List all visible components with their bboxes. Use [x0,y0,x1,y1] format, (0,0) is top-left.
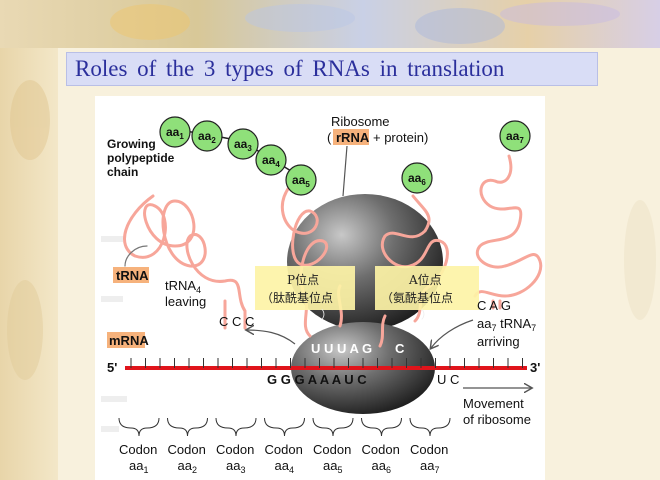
rrna-suffix: + protein) [373,130,428,145]
movement-label: Movement of ribosome [463,396,531,427]
trna7-arriving-label: aa7 tRNA7 arriving [477,316,540,349]
p-site-close-paren: ） [321,308,332,321]
codon-label: Codon [216,442,254,457]
aa6-label: aa6 [408,171,426,187]
mrna-sequence: G G G A A A U C [267,372,367,387]
codon-brace [167,417,208,437]
rrna-pointer-line [342,145,348,197]
aa5-label: aa5 [292,173,310,189]
aa5-circle [285,164,317,196]
codon-label: Codon [313,442,351,457]
trna4-leaving-label: tRNA4 leaving [165,278,206,309]
p-site-box [255,266,355,310]
mrna-tag-box [107,332,145,348]
anticodon-ccc: C C C [219,314,254,329]
aa2-label: aa2 [198,129,216,145]
codon-aa-label: aa1 [129,458,148,475]
p-site-label: P位点 （肽酰基位点 [261,272,333,305]
a-site-close-paren: ） [421,308,432,321]
trna-tag-box [113,267,149,283]
codon-aa-label: aa4 [275,458,294,475]
trna-tag: tRNA [116,268,149,283]
codon-brace [312,417,354,437]
bound-anticodon-tail: C [395,341,405,356]
aa3-circle [227,128,259,160]
trna7-molecule [473,154,543,310]
aa6-circle [401,162,433,194]
anticodon-cag: C A G [477,298,511,313]
codon-brace [264,417,305,437]
codon-label: Codon [265,442,303,457]
five-prime-label: 5' [107,360,117,375]
trna7-entry-arrow [431,319,474,348]
mrna-base-ticks [130,358,523,368]
trna4-molecule [123,194,247,330]
aa3-label: aa3 [234,137,252,153]
mrna-tag: mRNA [109,333,149,348]
codon-aa-label: aa7 [420,458,439,475]
aa4-circle [255,144,287,176]
aa2-circle [191,120,223,152]
rrna-open-paren: ( [327,130,332,145]
rrna-tag: rRNA [336,130,370,145]
codon-label: Codon [119,442,157,457]
slide-title: Roles of the 3 types of RNAs in translat… [75,56,505,81]
rrna-tag-box [333,129,369,145]
aa7-label: aa7 [506,129,524,145]
codon-aa-label: aa3 [226,458,245,475]
mrna-sequence-tail: U C [437,372,459,387]
aa7-circle [499,120,531,152]
codon-aa-label: aa6 [372,458,391,475]
codon-brace [215,417,257,437]
aa1-circle [159,116,191,148]
a-site-box [375,266,479,310]
a-site-label: A位点 （氨酰基位点 [381,272,453,305]
slide-title-box: Roles of the 3 types of RNAs in translat… [66,52,598,86]
aa1-label: aa1 [166,125,184,141]
codon-label: Codon [410,442,448,457]
growing-chain-label: Growing polypeptide chain [107,137,178,179]
codon-label: Codon [362,442,400,457]
trna4-exit-arrow [247,330,296,345]
codon-brace [361,417,402,437]
trna-pointer-line [124,245,148,267]
codon-label: Codon [168,442,206,457]
codon-brace [409,417,451,437]
codon-aa-label: aa2 [178,458,197,475]
aa4-label: aa4 [262,153,280,169]
ribosome-label: Ribosome [331,114,390,129]
codon-aa-label: aa5 [323,458,342,475]
codon-brace [118,417,160,437]
bound-anticodon: U U U A G [311,341,372,356]
three-prime-label: 3' [530,360,540,375]
faded-background-text [101,236,127,432]
